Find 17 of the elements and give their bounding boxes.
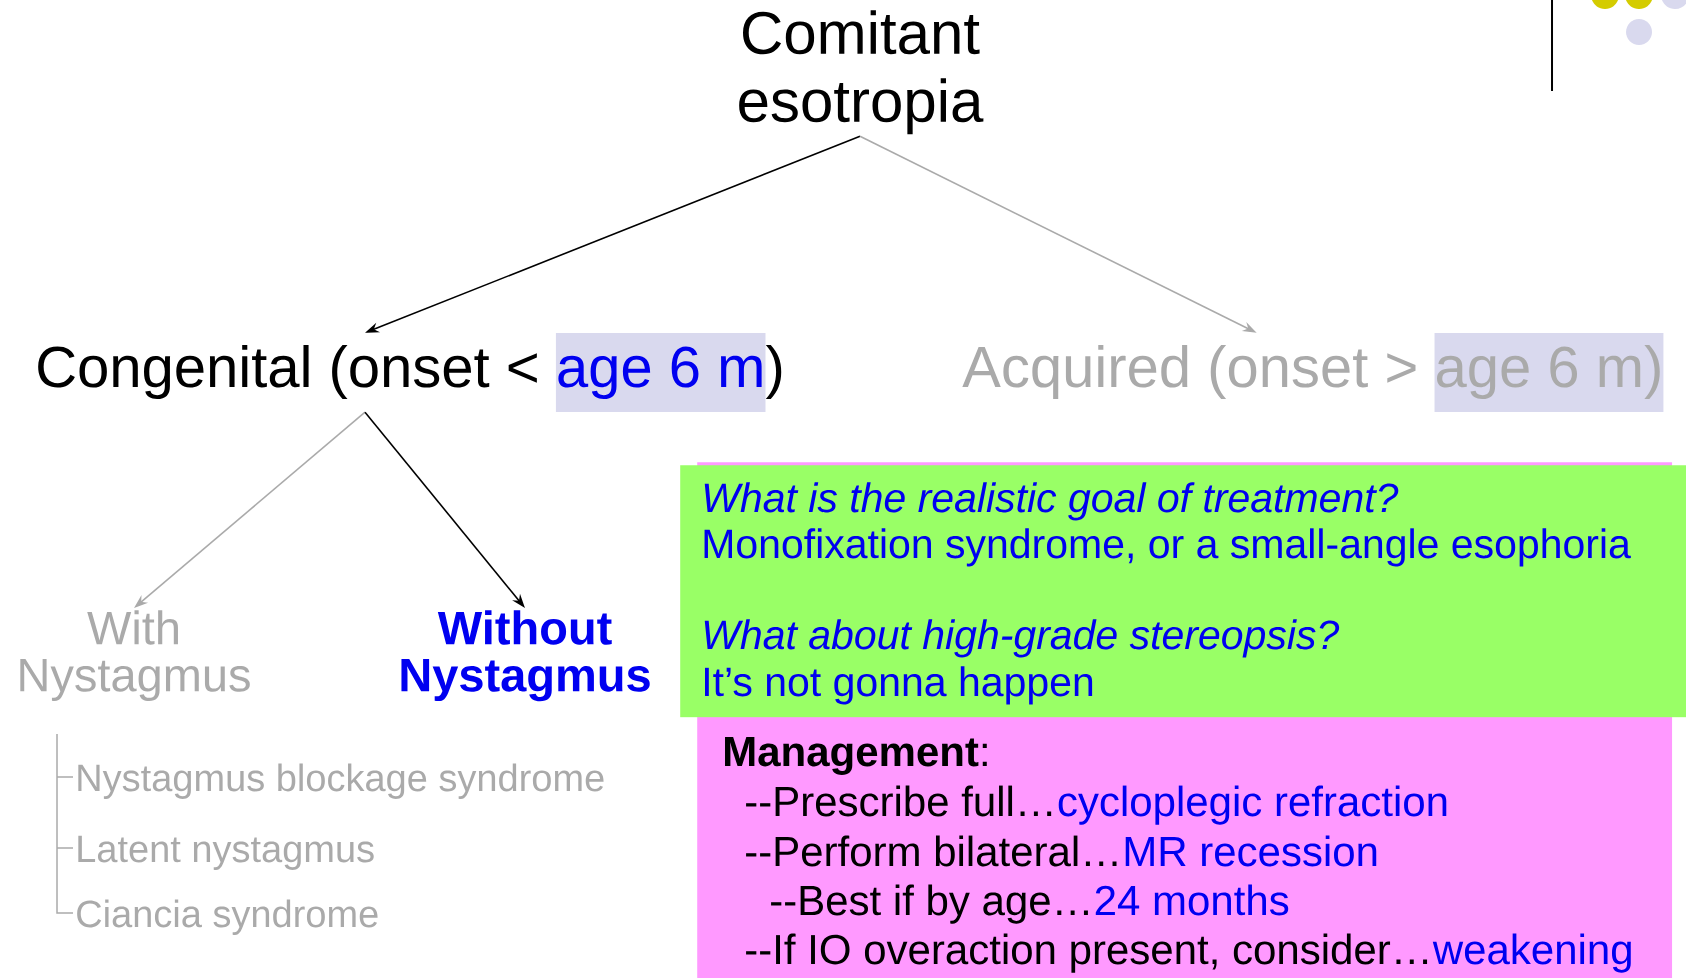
answer-text: What about high-grade stereopsis?	[704, 619, 1340, 658]
management-text: Management:	[725, 737, 987, 775]
list-item: Nystagmus blockage syndrome	[78, 763, 604, 799]
management-text: --Prescribe full… cycloplegic refraction	[746, 785, 1447, 825]
subcategory-label: Without Nystagmus	[401, 610, 650, 702]
answer-text: What is the realistic goal of treatment?	[704, 482, 1399, 521]
answer-text: It’s not gonna happen	[705, 666, 1093, 705]
title-text: Comitant esotropia	[739, 10, 984, 135]
subcategory-label: With Nystagmus	[20, 610, 250, 701]
category-label: Acquired (onset > age 6 m)	[962, 333, 1664, 412]
management-text: --Perform bilateral… MR recession	[746, 835, 1377, 867]
category-label: Congenital (onset < age 6 m)	[38, 333, 782, 412]
management-text: --If IO overaction present, consider…weakening	[746, 933, 1631, 973]
management-text: --Best if by age… 24 months	[771, 884, 1289, 924]
list-item: Latent nystagmus	[78, 835, 374, 870]
answer-text: Monofixation syndrome, or a small-angle esophoria	[704, 528, 1631, 567]
list-item: Ciancia syndrome	[77, 899, 378, 935]
